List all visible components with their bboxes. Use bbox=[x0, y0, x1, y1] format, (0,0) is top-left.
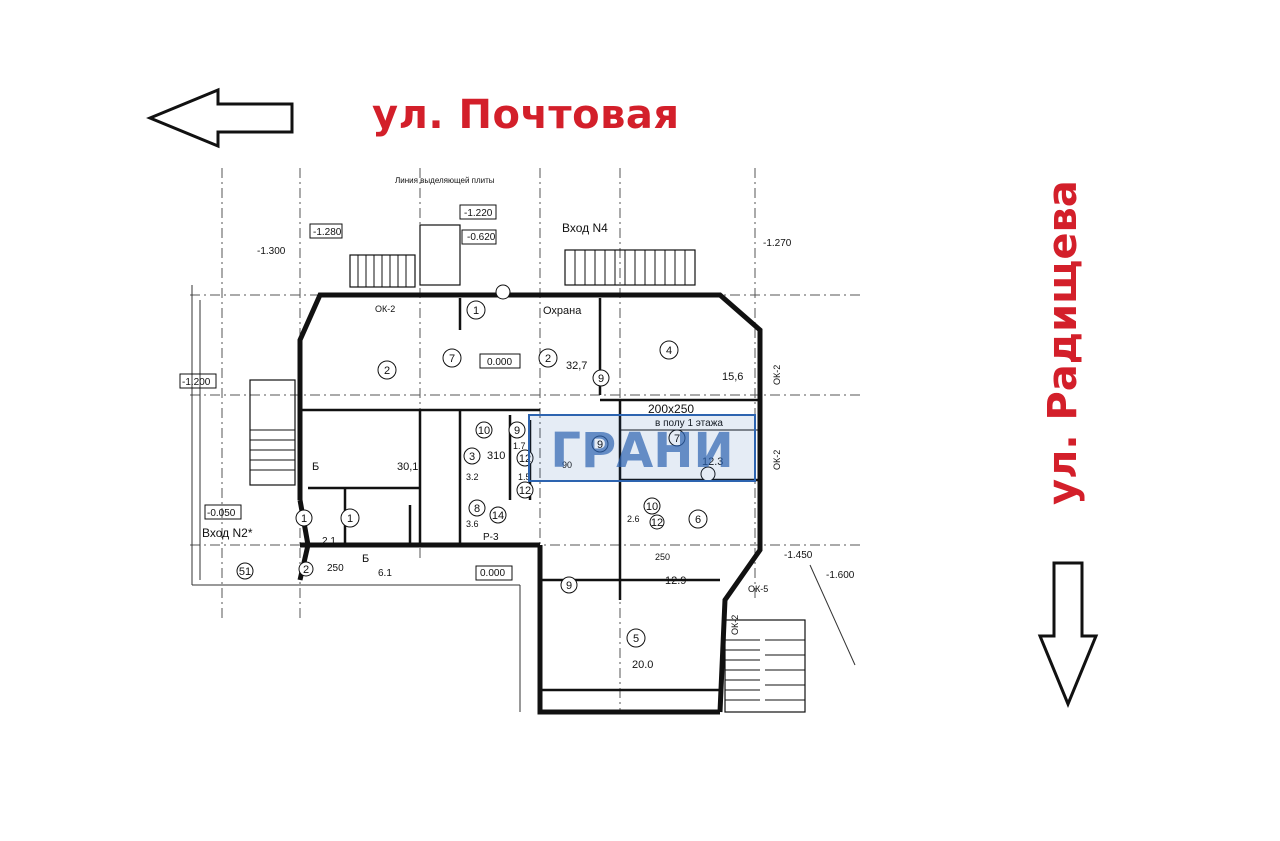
room-number: 14 bbox=[492, 510, 504, 522]
room-area: 1.7 bbox=[513, 441, 526, 451]
section-b-label: Б bbox=[312, 461, 319, 473]
outer-walls bbox=[297, 292, 763, 715]
room-number: 10 bbox=[478, 425, 490, 437]
room-area: 250 bbox=[327, 563, 344, 574]
room-area: 90 bbox=[562, 460, 572, 470]
room-number: 10 bbox=[646, 501, 658, 513]
room-area: 15,6 bbox=[722, 371, 743, 383]
room-area: 3.6 bbox=[466, 519, 479, 529]
room-area: 2.1 bbox=[322, 536, 336, 547]
entrance-4-label: Вход N4 bbox=[562, 221, 608, 235]
room-number: 1 bbox=[347, 513, 353, 525]
room-number: 12 bbox=[519, 485, 531, 497]
room-number: 2 bbox=[545, 353, 551, 365]
room-number: 7 bbox=[449, 353, 455, 365]
room-number: 7 bbox=[674, 433, 680, 445]
room-number: 9 bbox=[566, 580, 572, 592]
room-area: 6.1 bbox=[378, 568, 392, 579]
opening-size-label: 200x250 bbox=[648, 402, 694, 416]
room-number: 4 bbox=[666, 345, 672, 357]
level-mark: -1.220 bbox=[464, 208, 493, 219]
window-mark: ОК-2 bbox=[375, 304, 395, 314]
room-number: 9 bbox=[597, 439, 603, 451]
level-mark: 0.000 bbox=[487, 357, 512, 368]
level-mark: -0.620 bbox=[467, 232, 496, 243]
window-mark: ОК-5 bbox=[748, 584, 768, 594]
room-area: 20.0 bbox=[632, 659, 653, 671]
room-area: 1.5 bbox=[518, 472, 531, 482]
window-mark: ОК-2 bbox=[730, 615, 740, 635]
room-number: 1 bbox=[301, 513, 307, 525]
room-number: 1 bbox=[473, 305, 479, 317]
window-mark: ОК-2 bbox=[772, 450, 782, 470]
room-area: 2.6 bbox=[627, 514, 640, 524]
room-area: 250 bbox=[655, 552, 670, 562]
level-mark: -1.200 bbox=[182, 377, 211, 388]
room-number: 9 bbox=[514, 425, 520, 437]
entrance-2-label: Вход N2* bbox=[202, 526, 253, 540]
level-mark: -1.270 bbox=[763, 238, 792, 249]
arrow-down-icon bbox=[1037, 561, 1099, 708]
room-area: 3.2 bbox=[466, 472, 479, 482]
room-number: 5 bbox=[633, 633, 639, 645]
room-markers bbox=[236, 284, 716, 648]
room-number: 2 bbox=[384, 365, 390, 377]
watermark-logo: ГРАНИ bbox=[528, 414, 756, 482]
room-number: 8 bbox=[474, 503, 480, 515]
section-b-label: Б bbox=[362, 553, 369, 565]
room-number: 9 bbox=[598, 373, 604, 385]
window-mark: ОК-2 bbox=[772, 365, 782, 385]
level-mark: -1.450 bbox=[784, 550, 813, 561]
room-number: 2 bbox=[303, 564, 309, 576]
room-number: 12 bbox=[651, 517, 663, 529]
room-area: 12.3 bbox=[702, 456, 723, 468]
floor-note-label: в полу 1 этажа bbox=[655, 418, 723, 429]
room-number: 3 bbox=[469, 451, 475, 463]
level-mark: -1.300 bbox=[257, 246, 286, 257]
room-area: 310 bbox=[487, 450, 505, 462]
street-name-pochtovaya: ул. Почтовая bbox=[372, 92, 680, 138]
level-mark: -1.600 bbox=[826, 570, 855, 581]
room-number: 51 bbox=[239, 566, 251, 578]
level-mark: 0.000 bbox=[480, 568, 505, 579]
p3-label: Р-3 bbox=[483, 532, 499, 543]
room-area: 30,1 bbox=[397, 461, 418, 473]
room-area: 32,7 bbox=[566, 360, 587, 372]
room-area: 12.9 bbox=[665, 575, 686, 587]
watermark-logo-text: ГРАНИ bbox=[550, 423, 733, 479]
level-mark: -0.050 bbox=[207, 508, 236, 519]
stair-treads bbox=[250, 250, 805, 701]
arrow-left-icon bbox=[146, 87, 294, 149]
room-number: 6 bbox=[695, 514, 701, 526]
header-note: Линия выделяющей плиты bbox=[395, 176, 495, 185]
level-mark: -1.280 bbox=[313, 227, 342, 238]
security-room-label: Охрана bbox=[543, 305, 582, 317]
